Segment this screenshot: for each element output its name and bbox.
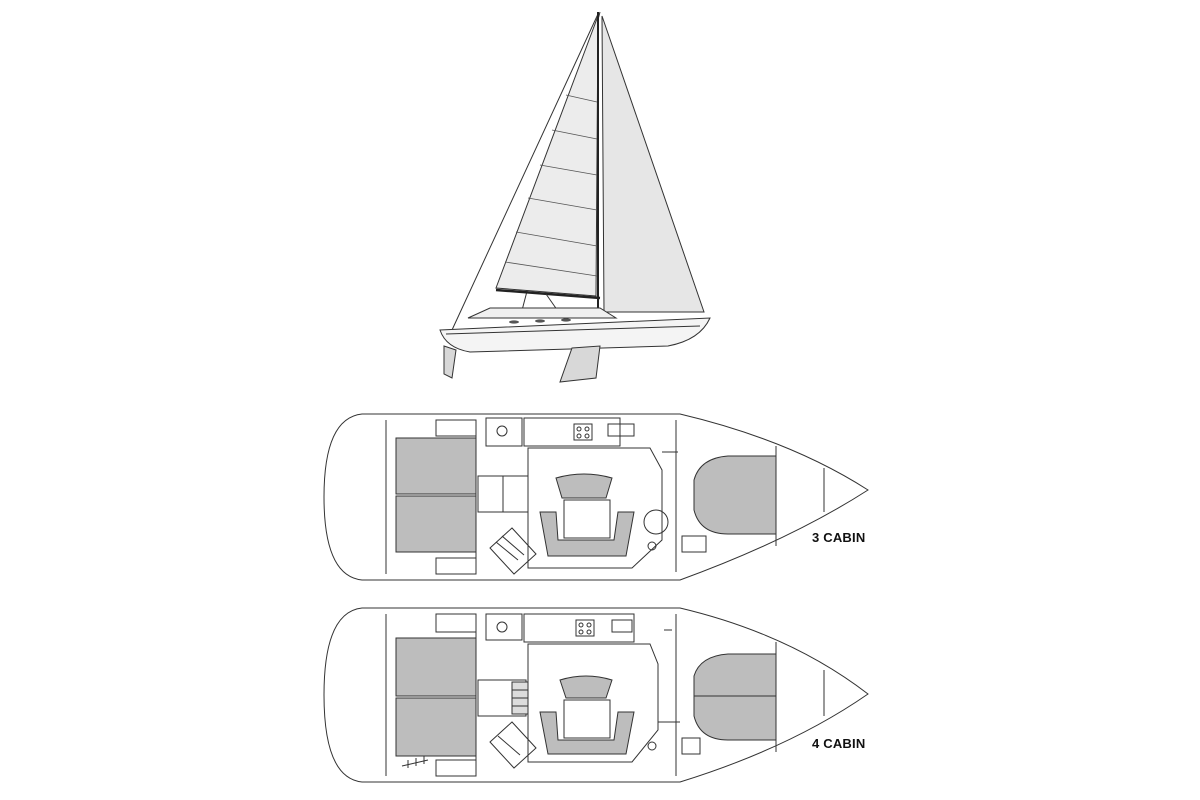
dinette-settee (539, 511, 635, 557)
head-aft (485, 417, 523, 447)
aft-berth-starboard (395, 495, 477, 553)
layout-4-cabin-plan (323, 607, 869, 783)
stove-icon (575, 619, 595, 637)
saloon-table (563, 499, 611, 539)
mainsail (495, 15, 599, 297)
toilet-icon (647, 541, 657, 551)
head-aft (485, 613, 523, 641)
aft-berth-port (395, 437, 477, 495)
backstay (451, 13, 599, 331)
rudder (443, 345, 457, 379)
sheer-line (445, 325, 701, 335)
portholes (509, 318, 571, 324)
mainsail-battens (504, 94, 598, 277)
forward-berth (693, 455, 777, 535)
keel (559, 345, 601, 383)
hanging-locker (401, 756, 429, 768)
hull (439, 317, 711, 353)
boom (495, 288, 601, 300)
layout-3-cabin-plan (323, 413, 869, 581)
aft-berth-starboard (395, 697, 477, 757)
toilet-icon (496, 425, 508, 437)
layout-label-3-cabin: 3 CABIN (812, 530, 866, 545)
toilet-icon (647, 741, 657, 751)
dinette-settee (539, 711, 635, 755)
cabin-top (467, 307, 618, 319)
saloon-outline (527, 643, 659, 763)
aft-berth-port (395, 637, 477, 697)
genoa-sail (601, 15, 705, 313)
shower-icon (643, 509, 669, 535)
saloon-table (563, 699, 611, 739)
sailboat-profile (439, 11, 711, 383)
toilet-icon (496, 621, 508, 633)
stove-icon (573, 423, 593, 441)
layout-label-4-cabin: 4 CABIN (812, 736, 866, 751)
forward-berth (693, 653, 777, 741)
companionway-steps (489, 527, 537, 575)
settee-top (555, 473, 613, 499)
galley-counter (523, 613, 635, 643)
settee-top (559, 675, 613, 699)
saloon-outline (527, 447, 663, 569)
